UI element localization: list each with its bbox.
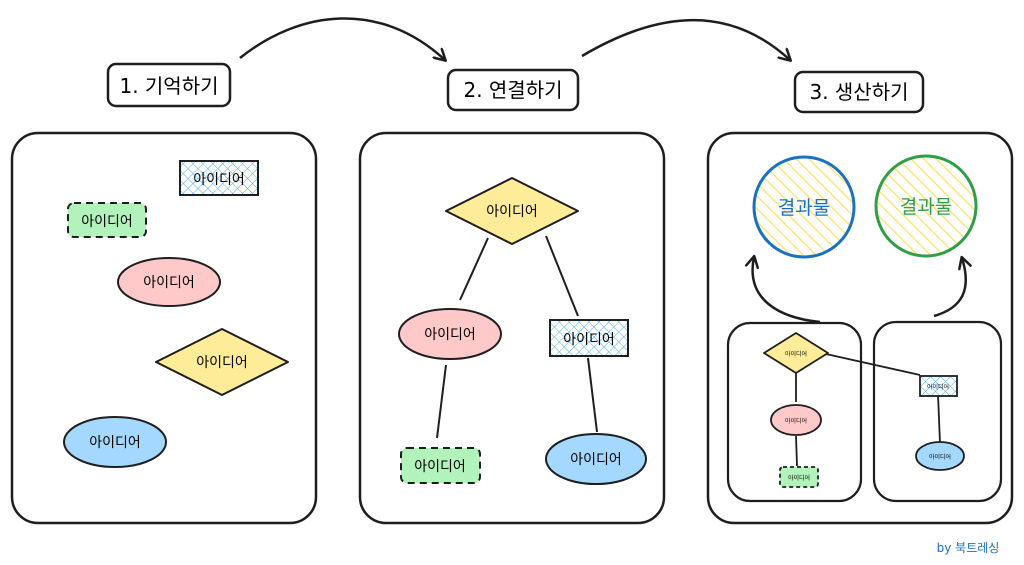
result-blue-label: 결과물 [778, 197, 830, 219]
idea-node-yellow-diamond-2: 아이디어 [445, 177, 579, 245]
mini-hatched-rect-shape [919, 375, 958, 397]
panel-remember: 아이디어 아이디어 아이디어 아이디어 아이디어 [10, 131, 318, 525]
result-node-green: 결과물 [874, 154, 978, 258]
connector-pink-to-green [436, 364, 447, 439]
panel-remember-frame [10, 131, 318, 525]
step-2-label-text: 2. 연결하기 [463, 78, 562, 102]
step-3-label-text: 3. 생산하기 [809, 80, 908, 104]
result-green-label: 결과물 [900, 196, 952, 218]
idea-green-rect-label: 아이디어 [81, 214, 133, 230]
step-1-label-box [106, 62, 232, 108]
mini-connector-pink-to-green [795, 435, 798, 467]
connector-hatched-to-blue [587, 357, 598, 433]
result-node-blue: 결과물 [752, 155, 856, 259]
mini-node-diamond: 아이디어 [763, 332, 829, 374]
idea-yellow-diamond-shape [155, 328, 289, 396]
idea-pink-ellipse-label-2: 아이디어 [424, 327, 476, 343]
panel-connect-frame [358, 131, 666, 525]
idea-pink-ellipse-shape-2 [398, 308, 502, 360]
mini-diamond-shape [763, 332, 829, 374]
mini-node-hatched-rect: 아이디어 [919, 375, 958, 397]
mini-connector-diamond-to-hatched [825, 353, 921, 376]
mini-blue-ellipse-label: 아이디어 [929, 453, 951, 461]
idea-hatched-rect-label: 아이디어 [193, 172, 245, 188]
arrow-to-result-blue [753, 257, 821, 324]
idea-pink-ellipse-label: 아이디어 [143, 275, 195, 291]
step-1-label: 1. 기억하기 [106, 62, 232, 108]
step-1-label-text: 1. 기억하기 [119, 74, 218, 98]
idea-yellow-diamond-label-2: 아이디어 [486, 204, 538, 220]
idea-node-blue-ellipse: 아이디어 [63, 416, 167, 468]
mini-node-blue-ellipse: 아이디어 [915, 441, 965, 471]
mini-green-rect-shape [779, 466, 819, 488]
idea-yellow-diamond-label: 아이디어 [196, 355, 248, 371]
idea-hatched-rect-shape [179, 160, 259, 196]
idea-green-rect-shape-2 [400, 447, 481, 484]
step-3-label: 3. 생산하기 [793, 70, 925, 114]
subpanel-right [872, 320, 1003, 503]
mini-hatched-rect-label: 아이디어 [927, 383, 949, 391]
arrow-step1-to-step2 [239, 17, 445, 60]
mini-node-green-rect: 아이디어 [779, 466, 819, 488]
step-2-label-box [446, 68, 580, 112]
idea-node-hatched-rect-2: 아이디어 [549, 319, 629, 357]
mini-pink-ellipse-shape [770, 404, 822, 436]
connector-diamond-to-hatched [545, 235, 579, 317]
idea-green-rect-label-2: 아이디어 [414, 459, 466, 475]
idea-blue-ellipse-label: 아이디어 [89, 435, 141, 451]
result-green-circle [874, 154, 978, 258]
idea-blue-ellipse-shape-2 [545, 433, 647, 485]
mini-pink-ellipse-label: 아이디어 [785, 417, 807, 425]
idea-blue-ellipse-label-2: 아이디어 [570, 452, 622, 468]
mini-node-pink-ellipse: 아이디어 [770, 404, 822, 436]
idea-green-rect-shape [67, 202, 147, 238]
connector-diamond-to-pink [459, 237, 489, 301]
idea-pink-ellipse-shape [117, 257, 221, 307]
mini-connector-hatched-to-blue [937, 394, 941, 444]
idea-hatched-rect-shape-2 [549, 319, 629, 357]
idea-node-green-rect-2: 아이디어 [400, 447, 481, 484]
credit-text: by 북트레싱 [937, 541, 1000, 555]
arrow-to-result-green [933, 258, 966, 318]
idea-node-pink-ellipse: 아이디어 [117, 257, 221, 307]
idea-yellow-diamond-shape-2 [445, 177, 579, 245]
arrow-step2-to-step3 [581, 18, 790, 60]
step-2-label: 2. 연결하기 [446, 68, 580, 112]
mini-green-rect-label: 아이디어 [788, 474, 810, 482]
idea-node-green-rect: 아이디어 [67, 202, 147, 238]
idea-node-hatched-rect: 아이디어 [179, 160, 259, 196]
panel-produce: 결과물 결과물 아이디어 아이디어 아이디어 [706, 131, 1014, 525]
result-blue-circle [752, 155, 856, 259]
mini-diamond-label: 아이디어 [785, 350, 807, 358]
mini-blue-ellipse-shape [915, 441, 965, 471]
idea-node-blue-ellipse-2: 아이디어 [545, 433, 647, 485]
idea-blue-ellipse-shape [63, 416, 167, 468]
panel-connect: 아이디어 아이디어 아이디어 아이디어 아이디어 [358, 131, 666, 525]
idea-node-pink-ellipse-2: 아이디어 [398, 308, 502, 360]
idea-node-yellow-diamond: 아이디어 [155, 328, 289, 396]
step-3-label-box [793, 70, 925, 114]
idea-hatched-rect-label-2: 아이디어 [563, 332, 615, 348]
